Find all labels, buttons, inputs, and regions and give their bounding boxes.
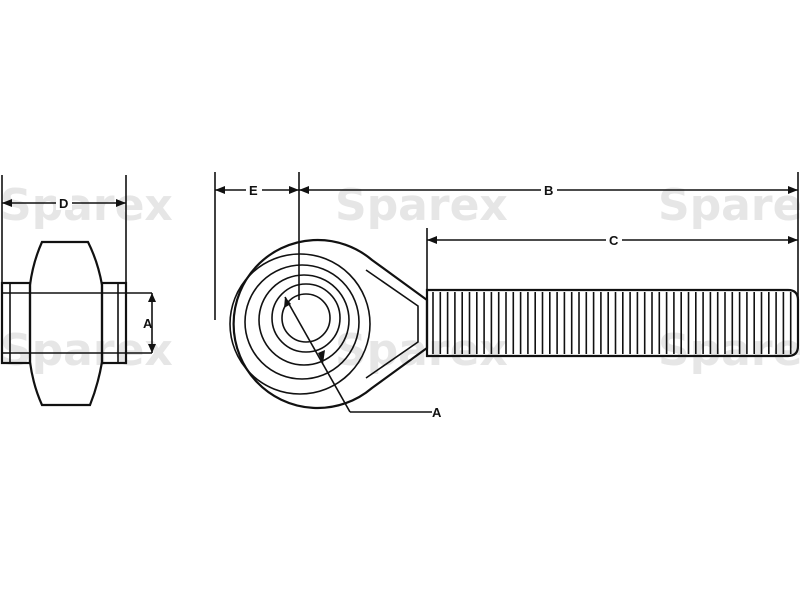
eye-ring-2 xyxy=(244,264,360,380)
dimension-e-label: E xyxy=(249,183,258,198)
ball-body xyxy=(28,240,104,407)
leader-a-arrow-top xyxy=(284,297,291,308)
thread-lines xyxy=(432,292,792,354)
front-view: E B C A xyxy=(214,172,800,420)
eye-ring-3 xyxy=(258,274,350,366)
watermark-right-top: Sparex xyxy=(658,180,800,231)
dimension-c-arrow-right xyxy=(788,236,798,244)
eye-neck-inner xyxy=(365,269,419,379)
dimension-b-label: B xyxy=(544,183,553,198)
leader-a-arrow-bottom xyxy=(318,350,325,364)
watermark-left-top: Sparex xyxy=(0,180,173,231)
dimension-e-arrow-right xyxy=(289,186,299,194)
watermark-center-top: Sparex xyxy=(335,180,508,231)
leader-a-label: A xyxy=(432,405,442,420)
thread-shank xyxy=(425,288,800,358)
dimension-d-arrow-right xyxy=(116,199,126,207)
eye-ring-4 xyxy=(271,283,341,353)
ball-shoulder-left xyxy=(0,281,32,365)
dimension-b-label-bg xyxy=(541,182,557,198)
ball-shoulder-right xyxy=(100,281,128,365)
dimension-a-arrow-top xyxy=(148,293,156,302)
dimension-d-arrow-left xyxy=(2,199,12,207)
dimension-b-arrow-left xyxy=(299,186,309,194)
watermark-center-mid: Sparex xyxy=(335,325,508,376)
eye-bore xyxy=(281,293,331,343)
eye-body xyxy=(232,238,429,410)
dimension-b-arrow-right xyxy=(788,186,798,194)
dimension-c-label: C xyxy=(609,233,619,248)
dimension-c-label-bg xyxy=(606,232,622,248)
dimension-d-label: D xyxy=(59,196,68,211)
dimension-e-arrow-left xyxy=(215,186,225,194)
dimension-e-label-bg xyxy=(246,182,262,198)
side-view: A D xyxy=(0,175,156,407)
watermark-left-mid: Sparex xyxy=(0,325,173,376)
watermarks: Sparex Sparex Sparex Sparex Sparex Spare… xyxy=(0,180,800,376)
dimension-a-label: A xyxy=(143,316,153,331)
watermark-right-mid: Sparex xyxy=(658,325,800,376)
dimension-d-label-bg xyxy=(56,194,72,210)
dimension-a-arrow-bottom xyxy=(148,344,156,353)
leader-a-line xyxy=(284,296,351,413)
dimension-c-arrow-left xyxy=(427,236,437,244)
eye-ring-1 xyxy=(229,253,371,395)
